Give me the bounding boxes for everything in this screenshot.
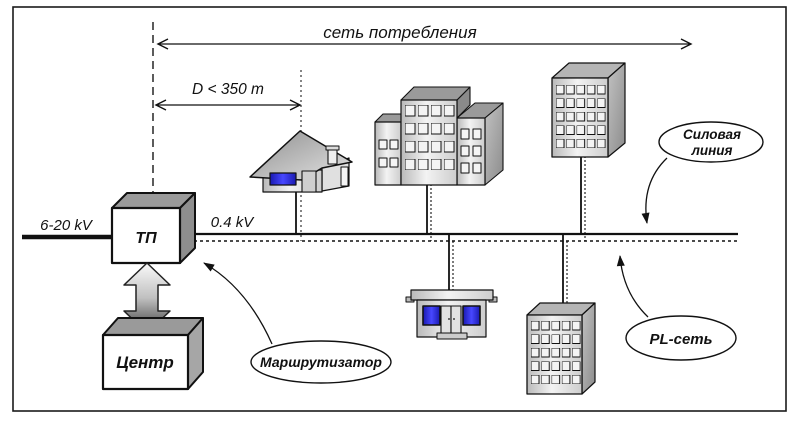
office-left-wing: [374, 121, 402, 186]
arrowhead-right-icon: [289, 99, 302, 111]
office-window: [389, 157, 399, 168]
router-label: Маршрутизатор: [260, 354, 382, 370]
center-front-face: [101, 333, 190, 391]
house-chimney-cap: [325, 145, 340, 151]
office-window: [460, 145, 470, 157]
pl-network-callout: PL-сеть: [616, 255, 737, 361]
power-line-arrow: [641, 157, 668, 224]
power-line-label-line2: линия: [691, 143, 733, 158]
consumption-network-label: сеть потребления: [323, 23, 476, 42]
office-tower-roof: [400, 86, 471, 101]
center-label: Центр: [116, 353, 174, 372]
pl-network-arrow: [616, 255, 649, 318]
power-line-ellipse: [658, 121, 764, 163]
store-step: [436, 332, 468, 340]
substation-label: ТП: [135, 230, 157, 247]
apartment-building-bottom: [526, 302, 596, 395]
distance-label: D < 350 m: [192, 81, 264, 98]
power-line-label-line1: Силовая: [683, 127, 741, 142]
low-voltage-label: 0.4 kV: [211, 214, 256, 231]
apartment-bottom-side: [581, 302, 596, 395]
arrowhead-left-icon: [154, 99, 167, 111]
center-top-face: [102, 317, 204, 336]
store-window-left: [422, 305, 441, 326]
office-window: [472, 128, 482, 140]
router-ellipse: [250, 340, 392, 384]
arrowhead-left-icon: [156, 38, 169, 50]
house-side-window: [340, 166, 349, 187]
office-window: [472, 145, 482, 157]
apartment-top-side: [607, 62, 626, 158]
office-right-wing-side: [484, 102, 504, 186]
office-window: [472, 162, 482, 174]
substation-box: ТП: [110, 192, 196, 265]
office-window: [378, 157, 388, 168]
power-line-callout: Силовая линия: [641, 121, 764, 224]
store-door-right: [450, 305, 462, 334]
router-arrow: [203, 262, 273, 345]
apartment-bottom-windows: [531, 321, 581, 384]
apartment-top-windows: [556, 85, 606, 148]
pl-network-label: PL-сеть: [649, 331, 712, 348]
consumption-network-dimension: сеть потребления: [156, 23, 693, 50]
house: [249, 130, 353, 193]
office-window: [378, 139, 388, 150]
house-window: [269, 172, 297, 186]
store-roof: [410, 289, 494, 301]
office-window: [389, 139, 399, 150]
store-window-right: [462, 305, 481, 326]
center-box: Центр: [101, 317, 204, 391]
office-tower-windows: [405, 105, 455, 170]
apartment-building-top: [551, 62, 626, 158]
house-door: [301, 170, 317, 193]
office-window: [460, 162, 470, 174]
arrowhead-right-icon: [680, 38, 693, 50]
substation-front-face: [110, 206, 182, 265]
door-knob-icon: [448, 318, 450, 320]
office-window: [460, 128, 470, 140]
office-building: [374, 86, 504, 186]
pl-network-ellipse: [625, 315, 737, 361]
medium-voltage-label: 6-20 kV: [40, 217, 94, 234]
distance-dimension: D < 350 m: [154, 81, 302, 111]
store-building: [405, 289, 498, 340]
router-callout: Маршрутизатор: [203, 262, 392, 384]
building-risers: [295, 156, 586, 304]
door-knob-icon: [453, 318, 455, 320]
